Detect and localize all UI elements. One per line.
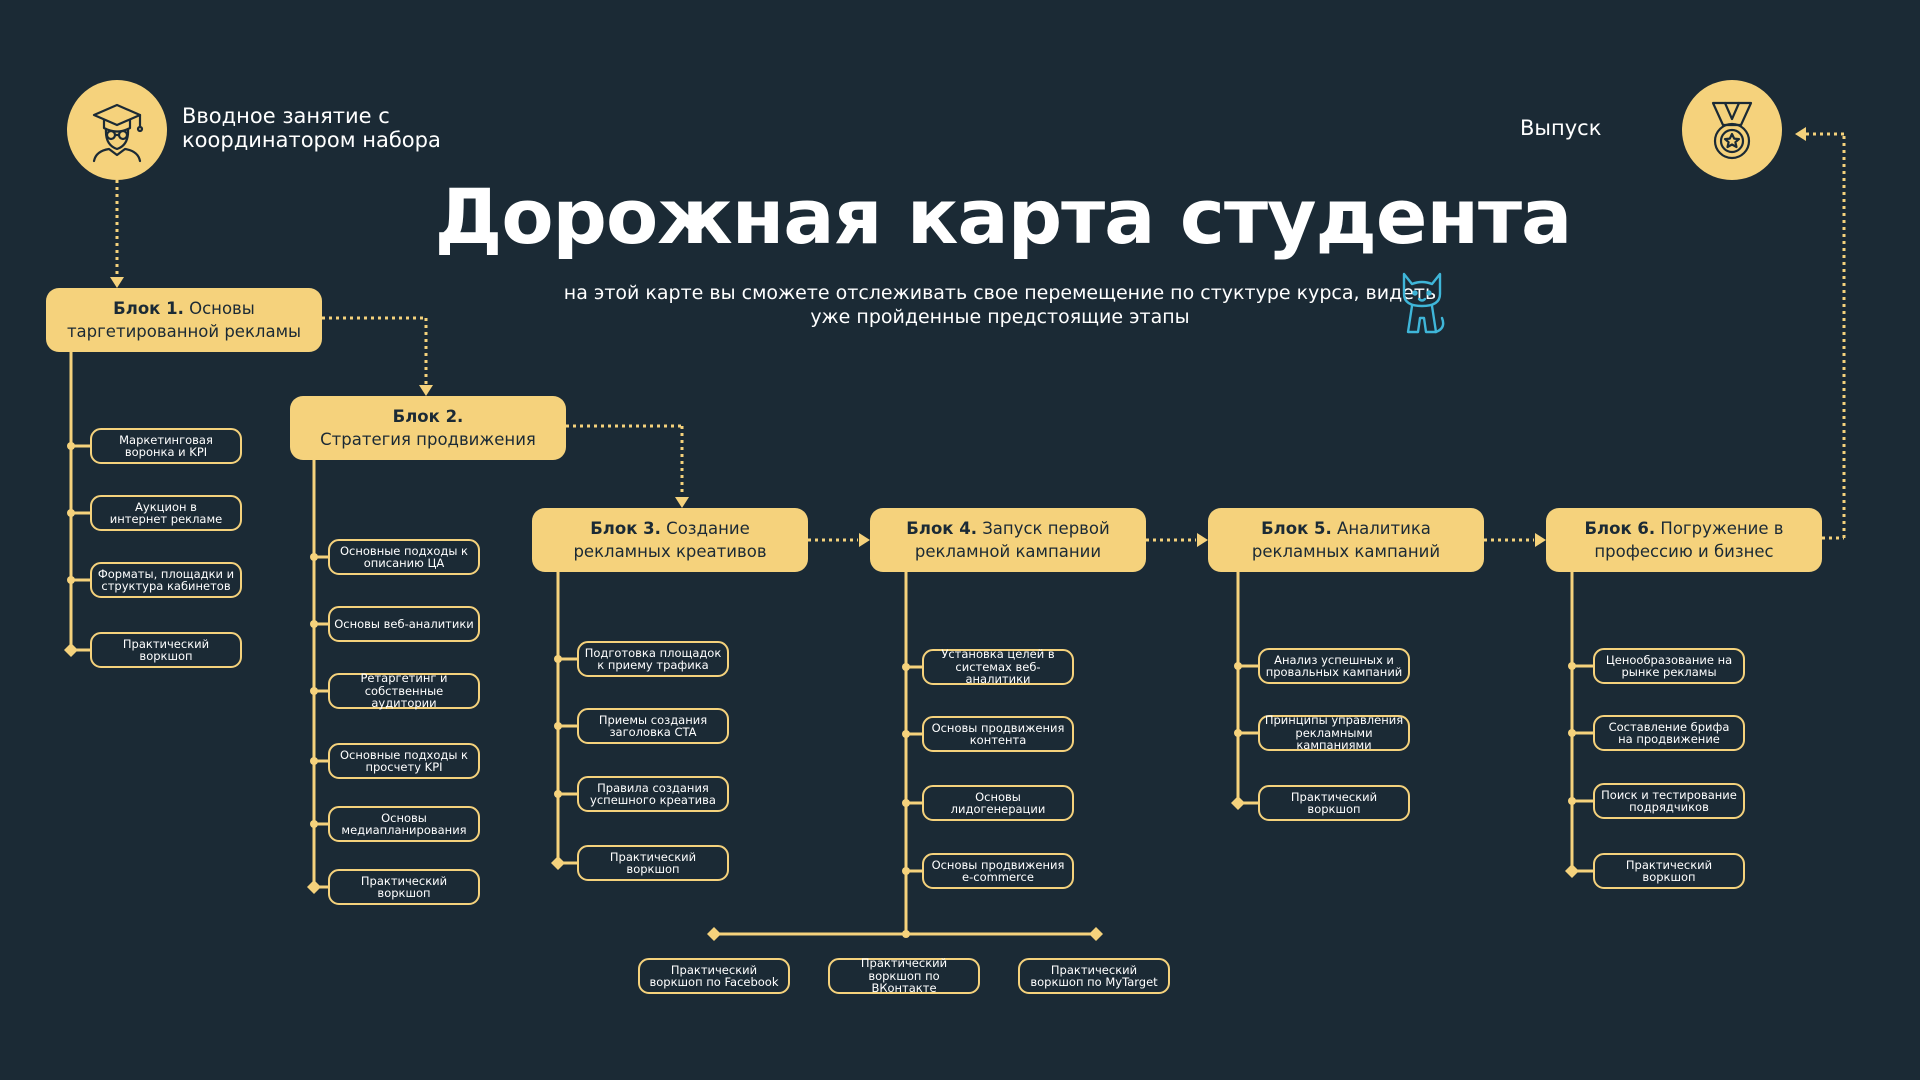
block-title-line1: Основы [183,299,255,318]
topic-node[interactable]: Основы продвижения контента [922,716,1074,752]
workshop-node[interactable]: Практический воркшоп по MyTarget [1018,958,1170,994]
topic-node[interactable]: Анализ успешных и провальных кампаний [1258,648,1410,684]
topic-node[interactable]: Практический воркшоп [328,869,480,905]
topic-node[interactable]: Основы веб-аналитики [328,606,480,642]
medal-icon [1711,101,1753,160]
block-2[interactable]: Блок 2. Стратегия продвижения [290,396,566,460]
arrow-icon [419,385,433,396]
block-title-line1: Погружение в [1655,519,1784,538]
topic-node[interactable]: Основы лидогенерации [922,785,1074,821]
arrow-icon [1197,533,1208,547]
graduate-icon [92,103,144,163]
page-subtitle: на этой карте вы сможете отслеживать сво… [563,282,1437,328]
block-number: Блок 5. [1261,519,1332,538]
graduation-circle [1682,80,1782,180]
block-heading: Блок 2. [393,405,464,428]
topic-node[interactable]: Основные подходы к просчету KPI [328,743,480,779]
topic-node[interactable]: Практический воркшоп [577,845,729,881]
block-title-line2: рекламных кампаний [1251,542,1441,561]
topic-node[interactable]: Практический воркшоп [1593,853,1745,889]
branch-dot [902,930,910,938]
block-number: Блок 3. [590,519,661,538]
arrow-icon [1535,533,1546,547]
intro-label: Вводное занятие с координатором набора [182,104,441,152]
block-heading: Блок 5. Аналитика [1261,517,1431,540]
block-heading: Блок 6. Погружение в [1584,517,1783,540]
block-title-line2: Стратегия продвижения [320,430,536,449]
branch-end-diamond [1089,927,1103,941]
block-4[interactable]: Блок 4. Запуск первой рекламной кампании [870,508,1146,572]
arrow-icon [859,533,870,547]
block-title-line2: рекламной кампании [914,542,1102,561]
topic-node[interactable]: Практический воркшоп [90,632,242,668]
branch-end-diamond [707,927,721,941]
block-title-line2: таргетированной рекламы [66,322,302,341]
topic-node[interactable]: Подготовка площадок к приему трафика [577,641,729,677]
arrow-icon [110,277,124,288]
block-number: Блок 4. [906,519,977,538]
topic-node[interactable]: Основные подходы к описанию ЦА [328,539,480,575]
graduation-label: Выпуск [1520,116,1602,140]
block-number: Блок 1. [113,299,184,318]
topic-node[interactable]: Маркетинговая воронка и KPI [90,428,242,464]
block-title-line2: профессию и бизнес [1594,542,1774,561]
block-heading: Блок 4. Запуск первой [906,517,1109,540]
block-6[interactable]: Блок 6. Погружение в профессию и бизнес [1546,508,1822,572]
topic-node[interactable]: Составление брифа на продвижение [1593,715,1745,751]
block-1[interactable]: Блок 1. Основы таргетированной рекламы [46,288,322,352]
intro-circle [67,80,167,180]
block-title-line1: Запуск первой [976,519,1110,538]
topic-node[interactable]: Установка целей в системах веб-аналитики [922,648,1074,686]
block-3[interactable]: Блок 3. Создание рекламных креативов [532,508,808,572]
arrow-icon [675,497,689,508]
page-title: Дорожная карта студента [434,172,1573,261]
topic-node[interactable]: Основы продвижения e-commerce [922,853,1074,889]
topic-node[interactable]: Правила создания успешного креатива [577,776,729,812]
topic-node[interactable]: Ценообразование на рынке рекламы [1593,648,1745,684]
block-title-line1: Аналитика [1331,519,1431,538]
arrow-icon [1795,127,1806,141]
topic-node[interactable]: Принципы управления рекламными кампаниям… [1258,714,1410,752]
block-heading: Блок 3. Создание [590,517,750,540]
topic-node[interactable]: Основы медиапланирования [328,806,480,842]
topic-node[interactable]: Аукцион в интернет рекламе [90,495,242,531]
topic-node[interactable]: Приемы создания заголовка CTA [577,708,729,744]
block-title-line1: Создание [660,519,750,538]
cat-icon [1402,272,1445,334]
topic-node[interactable]: Поиск и тестирование подрядчиков [1593,783,1745,819]
block-number: Блок 6. [1584,519,1656,538]
workshop-node[interactable]: Практический воркшоп по ВКонтакте [828,957,980,995]
workshop-node[interactable]: Практический воркшоп по Facebook [638,958,790,994]
block-title-line2: рекламных креативов [573,542,767,561]
topic-node[interactable]: Форматы, площадки и структура кабинетов [90,562,242,598]
topic-node[interactable]: Ретаргетинг и собственные аудитории [328,672,480,710]
block-5[interactable]: Блок 5. Аналитика рекламных кампаний [1208,508,1484,572]
topic-node[interactable]: Практический воркшоп [1258,785,1410,821]
block-heading: Блок 1. Основы [113,297,255,320]
block-number: Блок 2. [392,407,464,426]
